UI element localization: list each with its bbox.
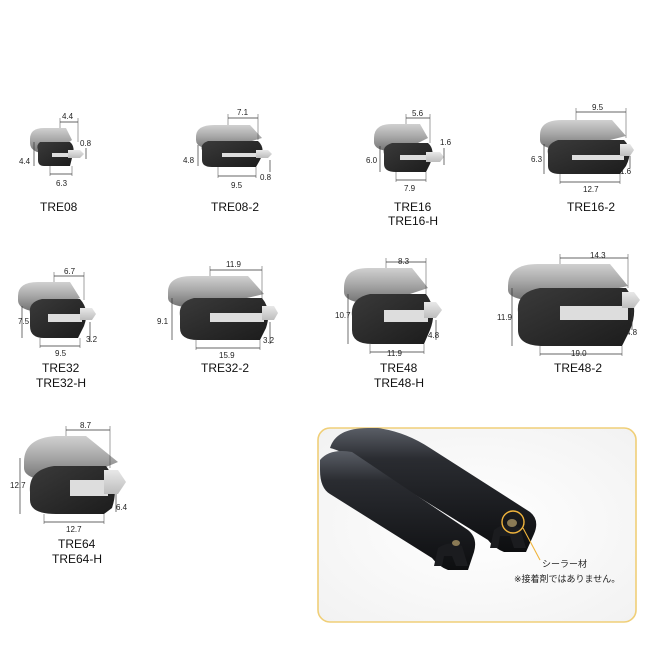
label-TRE32-H: TRE32-H: [36, 376, 86, 390]
dim-TRE08-bottom: 6.3: [56, 179, 68, 188]
dim-TRE64-left: 12.7: [10, 481, 26, 490]
label-TRE48-H: TRE48-H: [374, 376, 424, 390]
dim-TRE16-left: 6.0: [366, 156, 378, 165]
label-TRE16-2: TRE16-2: [567, 200, 615, 214]
product-photo: [317, 427, 637, 623]
dim-TRE48-2-left: 11.9: [497, 313, 513, 322]
dim-TRE08-right: 0.8: [80, 139, 92, 148]
label-TRE48-2: TRE48-2: [554, 361, 602, 375]
label-TRE08-2: TRE08-2: [211, 200, 259, 214]
dim-TRE32-2-left: 9.1: [157, 317, 169, 326]
dim-TRE32-bottom: 9.5: [55, 349, 67, 358]
profile-TRE16-2: [540, 108, 634, 184]
dim-TRE32-left: 7.5: [18, 317, 30, 326]
dim-TRE32-2-bottom: 15.9: [219, 351, 235, 360]
profile-TRE16: [374, 114, 445, 182]
label-TRE16-H: TRE16-H: [388, 214, 438, 228]
dim-TRE32-2-right: 3.2: [263, 336, 275, 345]
label-TRE64-H: TRE64-H: [52, 552, 102, 566]
dim-TRE16-right: 1.6: [440, 138, 452, 147]
label-TRE08: TRE08: [40, 200, 78, 214]
dim-TRE64-right: 6.4: [116, 503, 128, 512]
adhesive-note: ※接着剤ではありません。: [514, 573, 620, 585]
dim-TRE48-2-top: 14.3: [590, 251, 606, 260]
dim-TRE16-2-bottom: 12.7: [583, 185, 599, 194]
sealer-label: シーラー材: [542, 558, 587, 570]
profile-TRE48: [344, 258, 442, 354]
dim-TRE48-bottom: 11.9: [387, 349, 403, 358]
label-TRE32: TRE32: [42, 361, 80, 375]
profile-TRE32-2: [168, 266, 278, 350]
profile-TRE08: [30, 118, 87, 176]
dim-TRE08-left: 4.4: [19, 157, 31, 166]
dim-TRE16-2-top: 9.5: [592, 103, 604, 112]
dim-TRE48-2-bottom: 19.0: [571, 349, 587, 358]
dim-TRE48-top: 8.3: [398, 257, 410, 266]
dim-TRE48-right: 4.8: [428, 331, 440, 340]
profile-TRE08-2: [196, 114, 272, 178]
dim-TRE32-top: 6.7: [64, 267, 76, 276]
dim-TRE32-right: 3.2: [86, 335, 98, 344]
label-TRE16: TRE16: [394, 200, 432, 214]
dim-TRE32-2-top: 11.9: [226, 260, 242, 269]
dim-TRE16-2-right: 1.6: [620, 167, 632, 176]
dim-TRE48-2-right: 4.8: [626, 328, 638, 337]
dim-TRE16-2-left: 6.3: [531, 155, 543, 164]
dim-TRE08-2-left: 4.8: [183, 156, 195, 165]
dim-TRE16-bottom: 7.9: [404, 184, 416, 193]
profile-TRE48-2: [508, 254, 640, 356]
profile-TRE64: [19, 426, 126, 524]
dim-TRE16-top: 5.6: [412, 109, 424, 118]
label-TRE32-2: TRE32-2: [201, 361, 249, 375]
dim-TRE64-bottom: 12.7: [66, 525, 82, 534]
dim-TRE08-2-right: 0.8: [260, 173, 272, 182]
dim-TRE08-2-top: 7.1: [237, 108, 249, 117]
label-TRE64: TRE64: [58, 537, 96, 551]
dim-TRE64-top: 8.7: [80, 421, 92, 430]
dim-TRE48-left: 10.7: [335, 311, 351, 320]
dim-TRE08-top: 4.4: [62, 112, 74, 121]
profile-TRE32: [18, 272, 96, 348]
dim-TRE08-2-bottom: 9.5: [231, 181, 243, 190]
label-TRE48: TRE48: [380, 361, 418, 375]
